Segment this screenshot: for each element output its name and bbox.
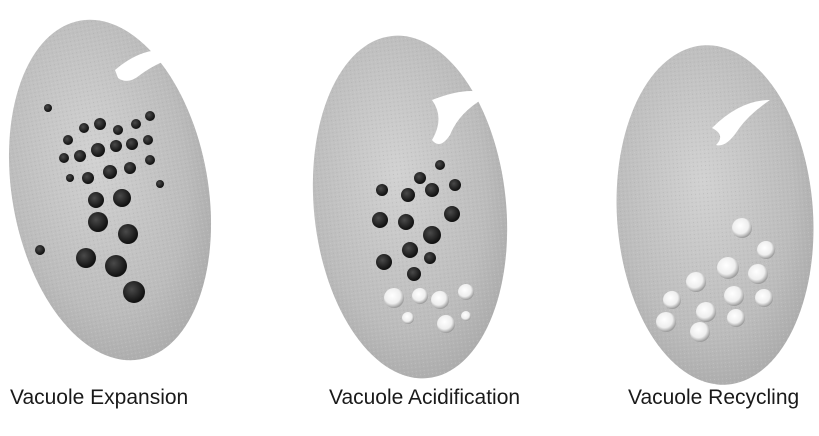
light-vacuole [656, 312, 676, 332]
light-vacuole [727, 309, 745, 327]
dark-vacuole [407, 267, 421, 281]
dark-vacuole [414, 172, 426, 184]
light-vacuole [384, 288, 404, 308]
light-vacuole [696, 302, 716, 322]
panel-label-recycling: Vacuole Recycling [628, 386, 799, 410]
light-vacuole [663, 291, 681, 309]
light-vacuole [755, 289, 773, 307]
light-vacuole [402, 312, 414, 324]
dark-vacuole [424, 252, 436, 264]
dark-vacuole [398, 214, 414, 230]
dark-vacuole [76, 248, 96, 268]
dark-vacuole [126, 138, 138, 150]
dark-vacuole [88, 212, 108, 232]
light-vacuole [732, 218, 752, 238]
light-vacuole [437, 315, 455, 333]
dark-vacuole [82, 172, 94, 184]
light-vacuole [757, 241, 775, 259]
light-vacuole [458, 284, 474, 300]
cell-texture [605, 39, 819, 392]
dark-vacuole [376, 184, 388, 196]
cell-notch [18, 320, 50, 340]
dark-vacuole [449, 179, 461, 191]
dark-vacuole [103, 165, 117, 179]
light-vacuole [748, 264, 768, 284]
dark-vacuole [66, 174, 74, 182]
dark-vacuole [74, 150, 86, 162]
dark-vacuole [131, 119, 141, 129]
dark-vacuole [110, 140, 122, 152]
cell-acidification [297, 26, 524, 388]
dark-vacuole [425, 183, 439, 197]
dark-vacuole [59, 153, 69, 163]
dark-vacuole [435, 160, 445, 170]
dark-vacuole [94, 118, 106, 130]
dark-vacuole [145, 111, 155, 121]
dark-vacuole [156, 180, 164, 188]
dark-vacuole [401, 188, 415, 202]
panel-label-acidification: Vacuole Acidification [329, 386, 520, 410]
dark-vacuole [372, 212, 388, 228]
dark-vacuole [113, 189, 131, 207]
light-vacuole [412, 288, 428, 304]
light-vacuole [686, 272, 706, 292]
dark-vacuole [402, 242, 418, 258]
dark-vacuole [113, 125, 123, 135]
light-vacuole [717, 257, 739, 279]
dark-vacuole [145, 155, 155, 165]
dark-vacuole [79, 123, 89, 133]
cell-recycling [605, 39, 819, 392]
dark-vacuole [63, 135, 73, 145]
dark-vacuole [124, 162, 136, 174]
light-vacuole [690, 322, 710, 342]
dark-vacuole [376, 254, 392, 270]
dark-vacuole [118, 224, 138, 244]
dark-vacuole [423, 226, 441, 244]
dark-vacuole [143, 135, 153, 145]
dark-vacuole [88, 192, 104, 208]
light-vacuole [431, 291, 449, 309]
cell-expansion [0, 4, 236, 377]
dark-vacuole [444, 206, 460, 222]
dark-vacuole [123, 281, 145, 303]
panel-label-expansion: Vacuole Expansion [10, 386, 188, 410]
light-vacuole [724, 286, 744, 306]
dark-vacuole [91, 143, 105, 157]
dark-vacuole [35, 245, 45, 255]
dark-vacuole [44, 104, 52, 112]
light-vacuole [461, 311, 471, 321]
dark-vacuole [105, 255, 127, 277]
